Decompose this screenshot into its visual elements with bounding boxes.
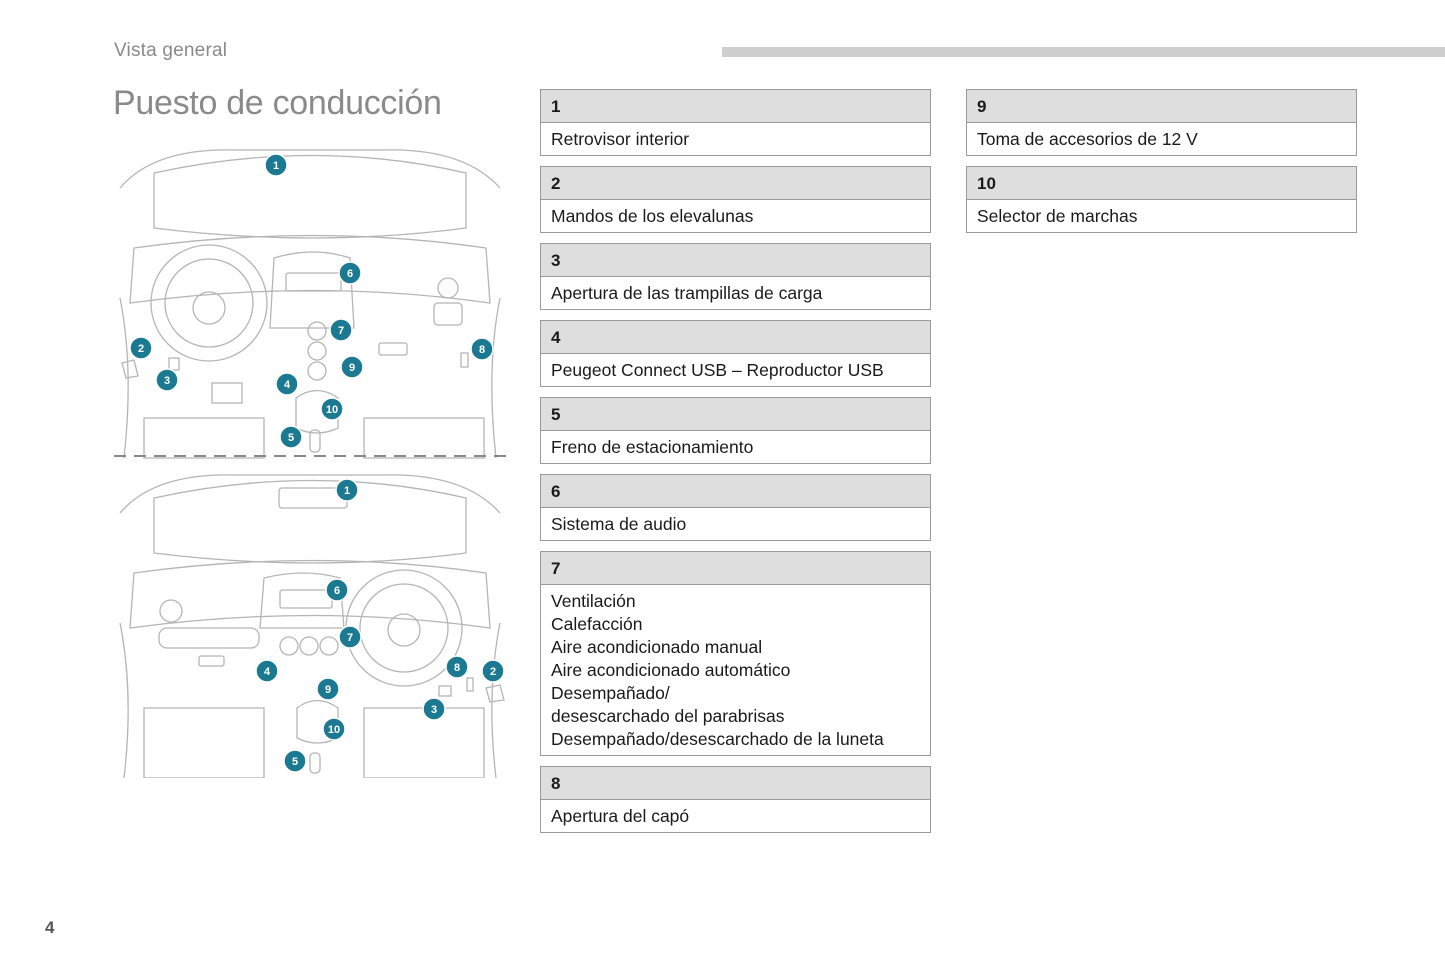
marker-2-top: 2 xyxy=(129,336,153,360)
legend-number: 1 xyxy=(541,90,930,123)
legend-number: 4 xyxy=(541,321,930,354)
svg-text:6: 6 xyxy=(347,268,353,280)
svg-text:7: 7 xyxy=(347,632,353,644)
marker-5-top: 5 xyxy=(279,425,303,449)
legend-text: Apertura de las trampillas de carga xyxy=(551,283,823,303)
marker-7-bottom: 7 xyxy=(338,625,362,649)
legend-column-1: 1 Retrovisor interior 2 Mandos de los el… xyxy=(540,89,931,843)
marker-10-top: 10 xyxy=(320,397,344,421)
marker-8-bottom: 8 xyxy=(445,655,469,679)
legend-text: Apertura del capó xyxy=(551,806,690,826)
legend-text: Toma de accesorios de 12 V xyxy=(977,129,1198,149)
legend-text: Ventilación Calefacción Aire acondiciona… xyxy=(551,591,884,749)
legend-number: 9 xyxy=(967,90,1356,123)
svg-text:6: 6 xyxy=(334,585,340,597)
legend-entry-2: 2 Mandos de los elevalunas xyxy=(540,166,931,233)
cockpit-illustration: 1 6 7 2 8 9 3 4 10 5 1 6 7 4 8 2 9 3 10 … xyxy=(114,149,506,778)
svg-text:3: 3 xyxy=(431,704,437,716)
legend-text: Freno de estacionamiento xyxy=(551,437,754,457)
legend-entry-3: 3 Apertura de las trampillas de carga xyxy=(540,243,931,310)
legend-text: Peugeot Connect USB – Reproductor USB xyxy=(551,360,884,380)
marker-9-top: 9 xyxy=(340,355,364,379)
svg-text:10: 10 xyxy=(326,404,338,416)
marker-4-top: 4 xyxy=(275,372,299,396)
legend-entry-7: 7 Ventilación Calefacción Aire acondicio… xyxy=(540,551,931,756)
legend-number: 6 xyxy=(541,475,930,508)
bottom-markers: 1 6 7 4 8 2 9 3 10 5 xyxy=(255,478,505,773)
svg-text:9: 9 xyxy=(325,684,331,696)
page-title: Puesto de conducción xyxy=(113,84,442,122)
legend-text: Sistema de audio xyxy=(551,514,687,534)
legend-entry-4: 4 Peugeot Connect USB – Reproductor USB xyxy=(540,320,931,387)
marker-9-bottom: 9 xyxy=(316,677,340,701)
marker-2-bottom: 2 xyxy=(481,659,505,683)
legend-entry-9: 9 Toma de accesorios de 12 V xyxy=(966,89,1357,156)
svg-text:10: 10 xyxy=(328,724,340,736)
legend-text: Selector de marchas xyxy=(977,206,1138,226)
legend-entry-1: 1 Retrovisor interior xyxy=(540,89,931,156)
marker-3-top: 3 xyxy=(155,368,179,392)
marker-1-top: 1 xyxy=(264,153,288,177)
svg-text:4: 4 xyxy=(264,666,271,678)
marker-4-bottom: 4 xyxy=(255,659,279,683)
legend-number: 2 xyxy=(541,167,930,200)
marker-7-top: 7 xyxy=(329,318,353,342)
svg-text:2: 2 xyxy=(490,666,496,678)
marker-10-bottom: 10 xyxy=(322,717,346,741)
marker-3-bottom: 3 xyxy=(422,697,446,721)
legend-column-2: 9 Toma de accesorios de 12 V 10 Selector… xyxy=(966,89,1357,243)
svg-text:2: 2 xyxy=(138,343,144,355)
section-label: Vista general xyxy=(114,40,228,61)
legend-text: Mandos de los elevalunas xyxy=(551,206,754,226)
legend-entry-6: 6 Sistema de audio xyxy=(540,474,931,541)
page-number: 4 xyxy=(45,918,55,937)
header-bar xyxy=(722,47,1445,57)
legend-number: 8 xyxy=(541,767,930,800)
cockpit-diagram: 1 6 7 2 8 9 3 4 10 5 1 6 7 4 8 2 9 3 10 … xyxy=(114,128,506,778)
top-markers: 1 6 7 2 8 9 3 4 10 5 xyxy=(129,153,494,449)
legend-entry-5: 5 Freno de estacionamiento xyxy=(540,397,931,464)
svg-text:7: 7 xyxy=(338,325,344,337)
svg-text:8: 8 xyxy=(454,662,460,674)
legend-entry-8: 8 Apertura del capó xyxy=(540,766,931,833)
marker-6-top: 6 xyxy=(338,261,362,285)
legend-number: 10 xyxy=(967,167,1356,200)
svg-text:4: 4 xyxy=(284,379,291,391)
legend-number: 3 xyxy=(541,244,930,277)
marker-6-bottom: 6 xyxy=(325,578,349,602)
svg-text:5: 5 xyxy=(288,432,294,444)
legend-entry-10: 10 Selector de marchas xyxy=(966,166,1357,233)
marker-1-bottom: 1 xyxy=(335,478,359,502)
svg-text:8: 8 xyxy=(479,344,485,356)
svg-text:1: 1 xyxy=(344,485,350,497)
legend-number: 7 xyxy=(541,552,930,585)
svg-text:3: 3 xyxy=(164,375,170,387)
marker-8-top: 8 xyxy=(470,337,494,361)
legend-number: 5 xyxy=(541,398,930,431)
svg-text:9: 9 xyxy=(349,362,355,374)
legend-text: Retrovisor interior xyxy=(551,129,690,149)
svg-text:5: 5 xyxy=(292,756,298,768)
svg-text:1: 1 xyxy=(273,160,279,172)
marker-5-bottom: 5 xyxy=(283,749,307,773)
